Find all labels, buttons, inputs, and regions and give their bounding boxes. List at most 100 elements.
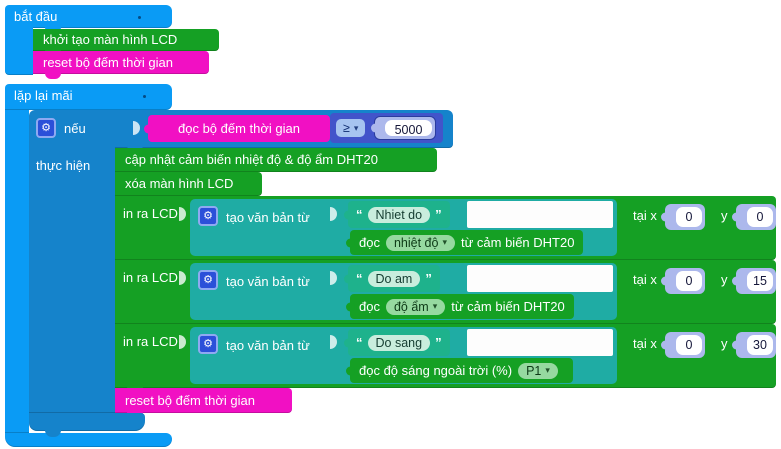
empty-text-slot[interactable] bbox=[467, 201, 613, 228]
if-label: nếu bbox=[64, 121, 86, 136]
if-block-column[interactable]: thực hiện bbox=[29, 146, 115, 413]
reset-timer-label: reset bộ đếm thời gian bbox=[125, 393, 255, 408]
gear-icon[interactable]: ⚙ bbox=[36, 118, 56, 138]
sensor-dropdown[interactable]: độ ẩm ▾ bbox=[385, 298, 446, 315]
clear-lcd-block[interactable]: xóa màn hình LCD bbox=[115, 172, 262, 196]
sensor-dropdown-value: P1 bbox=[526, 363, 542, 378]
update-sensor-label: cập nhật cảm biến nhiệt độ & độ ẩm DHT20 bbox=[125, 152, 378, 167]
text-socket bbox=[330, 335, 337, 349]
sensor-dropdown-value: độ ẩm bbox=[393, 299, 429, 314]
start-label: bắt đầu bbox=[14, 9, 58, 24]
y-value-field[interactable]: 30 bbox=[747, 335, 773, 355]
y-number-block[interactable]: 0 bbox=[736, 204, 776, 230]
string-literal-block[interactable]: “ Do am ” bbox=[348, 265, 440, 292]
forever-block-header[interactable]: lặp lại mãi bbox=[5, 84, 172, 110]
quote-open-icon: “ bbox=[356, 335, 363, 350]
read-timer-condition-block[interactable]: đọc bộ đếm thời gian bbox=[148, 115, 330, 142]
read-timer-label: đọc bộ đếm thời gian bbox=[178, 121, 300, 136]
text-socket bbox=[330, 207, 337, 221]
string-literal-block[interactable]: “ Nhiet do ” bbox=[348, 201, 450, 228]
empty-text-slot[interactable] bbox=[467, 329, 613, 356]
quote-close-icon: ” bbox=[435, 207, 442, 222]
number-input[interactable]: 5000 bbox=[385, 120, 432, 137]
y-value-field[interactable]: 15 bbox=[747, 271, 773, 291]
init-lcd-block[interactable]: khởi tạo màn hình LCD bbox=[33, 29, 219, 51]
string-value-field[interactable]: Nhiet do bbox=[367, 206, 431, 223]
forever-collapse-dot bbox=[143, 95, 146, 98]
print-lcd-row[interactable]: in ra LCD ⚙ tạo văn bản từ “ Nhiet do ” … bbox=[115, 196, 776, 260]
quote-close-icon: ” bbox=[425, 271, 432, 286]
read-sensor-block[interactable]: đọc độ sáng ngoài trời (%) P1 ▾ bbox=[350, 358, 573, 383]
y-number-block[interactable]: 30 bbox=[736, 332, 776, 358]
create-text-label: tạo văn bản từ bbox=[226, 274, 310, 289]
x-value-field[interactable]: 0 bbox=[676, 271, 702, 291]
x-value-field[interactable]: 0 bbox=[676, 335, 702, 355]
read-suffix-label: từ cảm biến DHT20 bbox=[460, 235, 575, 250]
value-socket bbox=[179, 207, 186, 221]
create-text-block[interactable]: ⚙ tạo văn bản từ “ Do am ” đọc độ ẩm ▾ t… bbox=[190, 263, 617, 320]
read-sensor-block[interactable]: đọc độ ẩm ▾ từ cảm biến DHT20 bbox=[350, 294, 574, 319]
print-lcd-label: in ra LCD bbox=[123, 270, 178, 285]
gear-icon[interactable]: ⚙ bbox=[198, 334, 218, 354]
connector-bump bbox=[45, 73, 61, 79]
do-label: thực hiện bbox=[36, 158, 91, 173]
update-sensor-block[interactable]: cập nhật cảm biến nhiệt độ & độ ẩm DHT20 bbox=[115, 148, 437, 172]
quote-close-icon: ” bbox=[435, 335, 442, 350]
print-lcd-row[interactable]: in ra LCD ⚙ tạo văn bản từ “ Do am ” đọc… bbox=[115, 260, 776, 324]
create-text-block[interactable]: ⚙ tạo văn bản từ “ Nhiet do ” đọc nhiệt … bbox=[190, 199, 617, 256]
string-literal-block[interactable]: “ Do sang ” bbox=[348, 329, 450, 356]
y-number-block[interactable]: 15 bbox=[736, 268, 776, 294]
y-label: y bbox=[721, 208, 728, 223]
start-block-spine[interactable] bbox=[5, 27, 33, 75]
at-x-label: tại x bbox=[633, 208, 657, 223]
gear-icon[interactable]: ⚙ bbox=[198, 270, 218, 290]
forever-block-spine[interactable] bbox=[5, 110, 29, 433]
read-prefix-label: đọc bbox=[359, 235, 380, 250]
at-x-label: tại x bbox=[633, 336, 657, 351]
create-text-label: tạo văn bản từ bbox=[226, 210, 310, 225]
gear-icon[interactable]: ⚙ bbox=[198, 206, 218, 226]
read-sensor-block[interactable]: đọc nhiệt độ ▾ từ cảm biến DHT20 bbox=[350, 230, 584, 255]
sensor-dropdown[interactable]: nhiệt độ ▾ bbox=[385, 234, 455, 251]
value-socket bbox=[179, 271, 186, 285]
x-number-block[interactable]: 0 bbox=[665, 332, 705, 358]
sensor-dropdown[interactable]: P1 ▾ bbox=[518, 362, 558, 379]
empty-text-slot[interactable] bbox=[467, 265, 613, 292]
forever-block-footer[interactable] bbox=[5, 433, 172, 447]
read-prefix-label: đọc độ sáng ngoài trời (%) bbox=[359, 363, 513, 378]
reset-timer-block-bottom[interactable]: reset bộ đếm thời gian bbox=[115, 388, 292, 413]
if-block-footer[interactable] bbox=[29, 413, 145, 431]
if-block-header[interactable]: ⚙ nếu đọc bộ đếm thời gian ≥ ▾ 5000 bbox=[29, 110, 453, 148]
dropdown-arrow-icon: ▾ bbox=[432, 301, 438, 311]
dropdown-arrow-icon: ▾ bbox=[545, 365, 550, 375]
y-label: y bbox=[721, 272, 728, 287]
print-lcd-label: in ra LCD bbox=[123, 334, 178, 349]
x-number-block[interactable]: 0 bbox=[665, 268, 705, 294]
init-lcd-label: khởi tạo màn hình LCD bbox=[43, 32, 178, 47]
forever-label: lặp lại mãi bbox=[14, 88, 73, 103]
start-block-header[interactable]: bắt đầu bbox=[5, 5, 172, 28]
dropdown-arrow-icon: ▾ bbox=[442, 237, 447, 247]
connector-bump bbox=[45, 430, 61, 437]
x-number-block[interactable]: 0 bbox=[665, 204, 705, 230]
at-x-label: tại x bbox=[633, 272, 657, 287]
print-lcd-row[interactable]: in ra LCD ⚙ tạo văn bản từ “ Do sang ” đ… bbox=[115, 324, 776, 388]
read-prefix-label: đọc bbox=[359, 299, 380, 314]
clear-lcd-label: xóa màn hình LCD bbox=[125, 176, 234, 191]
reset-timer-label: reset bộ đếm thời gian bbox=[43, 55, 173, 70]
condition-socket bbox=[133, 121, 140, 135]
reset-timer-block-top[interactable]: reset bộ đếm thời gian bbox=[33, 51, 209, 74]
comparison-block[interactable]: ≥ ▾ 5000 bbox=[330, 113, 443, 143]
string-value-field[interactable]: Do am bbox=[367, 270, 421, 287]
x-value-field[interactable]: 0 bbox=[676, 207, 702, 227]
string-value-field[interactable]: Do sang bbox=[367, 334, 431, 351]
number-block-5000[interactable]: 5000 bbox=[374, 116, 436, 140]
create-text-block[interactable]: ⚙ tạo văn bản từ “ Do sang ” đọc độ sáng… bbox=[190, 327, 617, 384]
text-socket bbox=[330, 271, 337, 285]
value-socket bbox=[179, 335, 186, 349]
quote-open-icon: “ bbox=[356, 271, 363, 286]
quote-open-icon: “ bbox=[356, 207, 363, 222]
operator-dropdown[interactable]: ≥ ▾ bbox=[336, 119, 366, 137]
y-value-field[interactable]: 0 bbox=[747, 207, 773, 227]
